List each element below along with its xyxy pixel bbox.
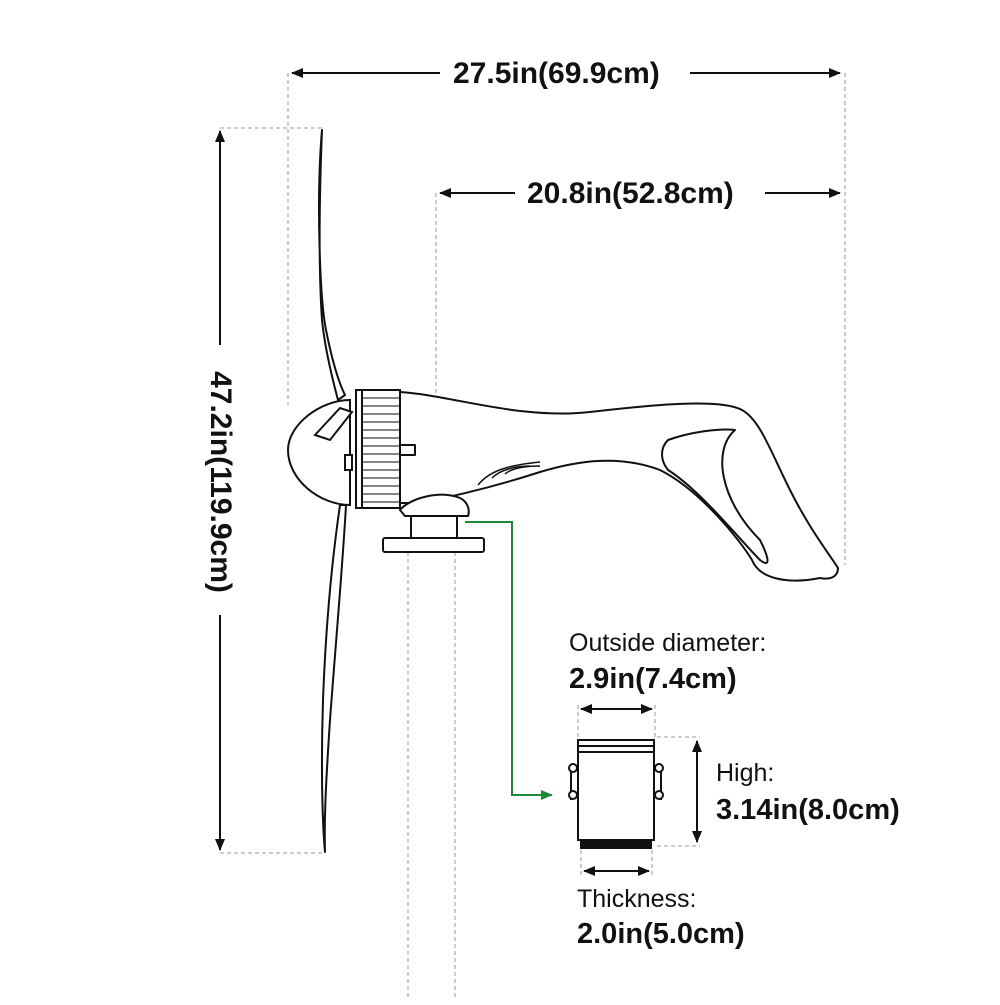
turbine-body bbox=[399, 391, 839, 582]
yaw-mount bbox=[382, 493, 485, 553]
high-value: 3.14in(8.0cm) bbox=[716, 794, 900, 826]
outside-diameter-value: 2.9in(7.4cm) bbox=[569, 663, 737, 695]
callout-connector bbox=[465, 521, 553, 800]
body-length-label: 20.8in(52.8cm) bbox=[525, 177, 736, 210]
blade bbox=[318, 129, 347, 853]
thickness-caption: Thickness: bbox=[577, 885, 697, 913]
body-ribs bbox=[477, 461, 541, 486]
extension-lines bbox=[220, 73, 846, 1000]
blade-height-label: 47.2in(119.9cm) bbox=[204, 368, 237, 596]
high-caption: High: bbox=[716, 759, 775, 787]
mount-adapter bbox=[568, 739, 664, 849]
overall-width-label: 27.5in(69.9cm) bbox=[451, 57, 662, 90]
alternator-hub bbox=[355, 389, 401, 509]
nose-cone bbox=[286, 398, 354, 507]
thickness-value: 2.0in(5.0cm) bbox=[577, 918, 745, 950]
dimension-arrows bbox=[215, 68, 841, 876]
cooling-fins bbox=[362, 397, 400, 503]
outside-diameter-caption: Outside diameter: bbox=[569, 629, 767, 657]
